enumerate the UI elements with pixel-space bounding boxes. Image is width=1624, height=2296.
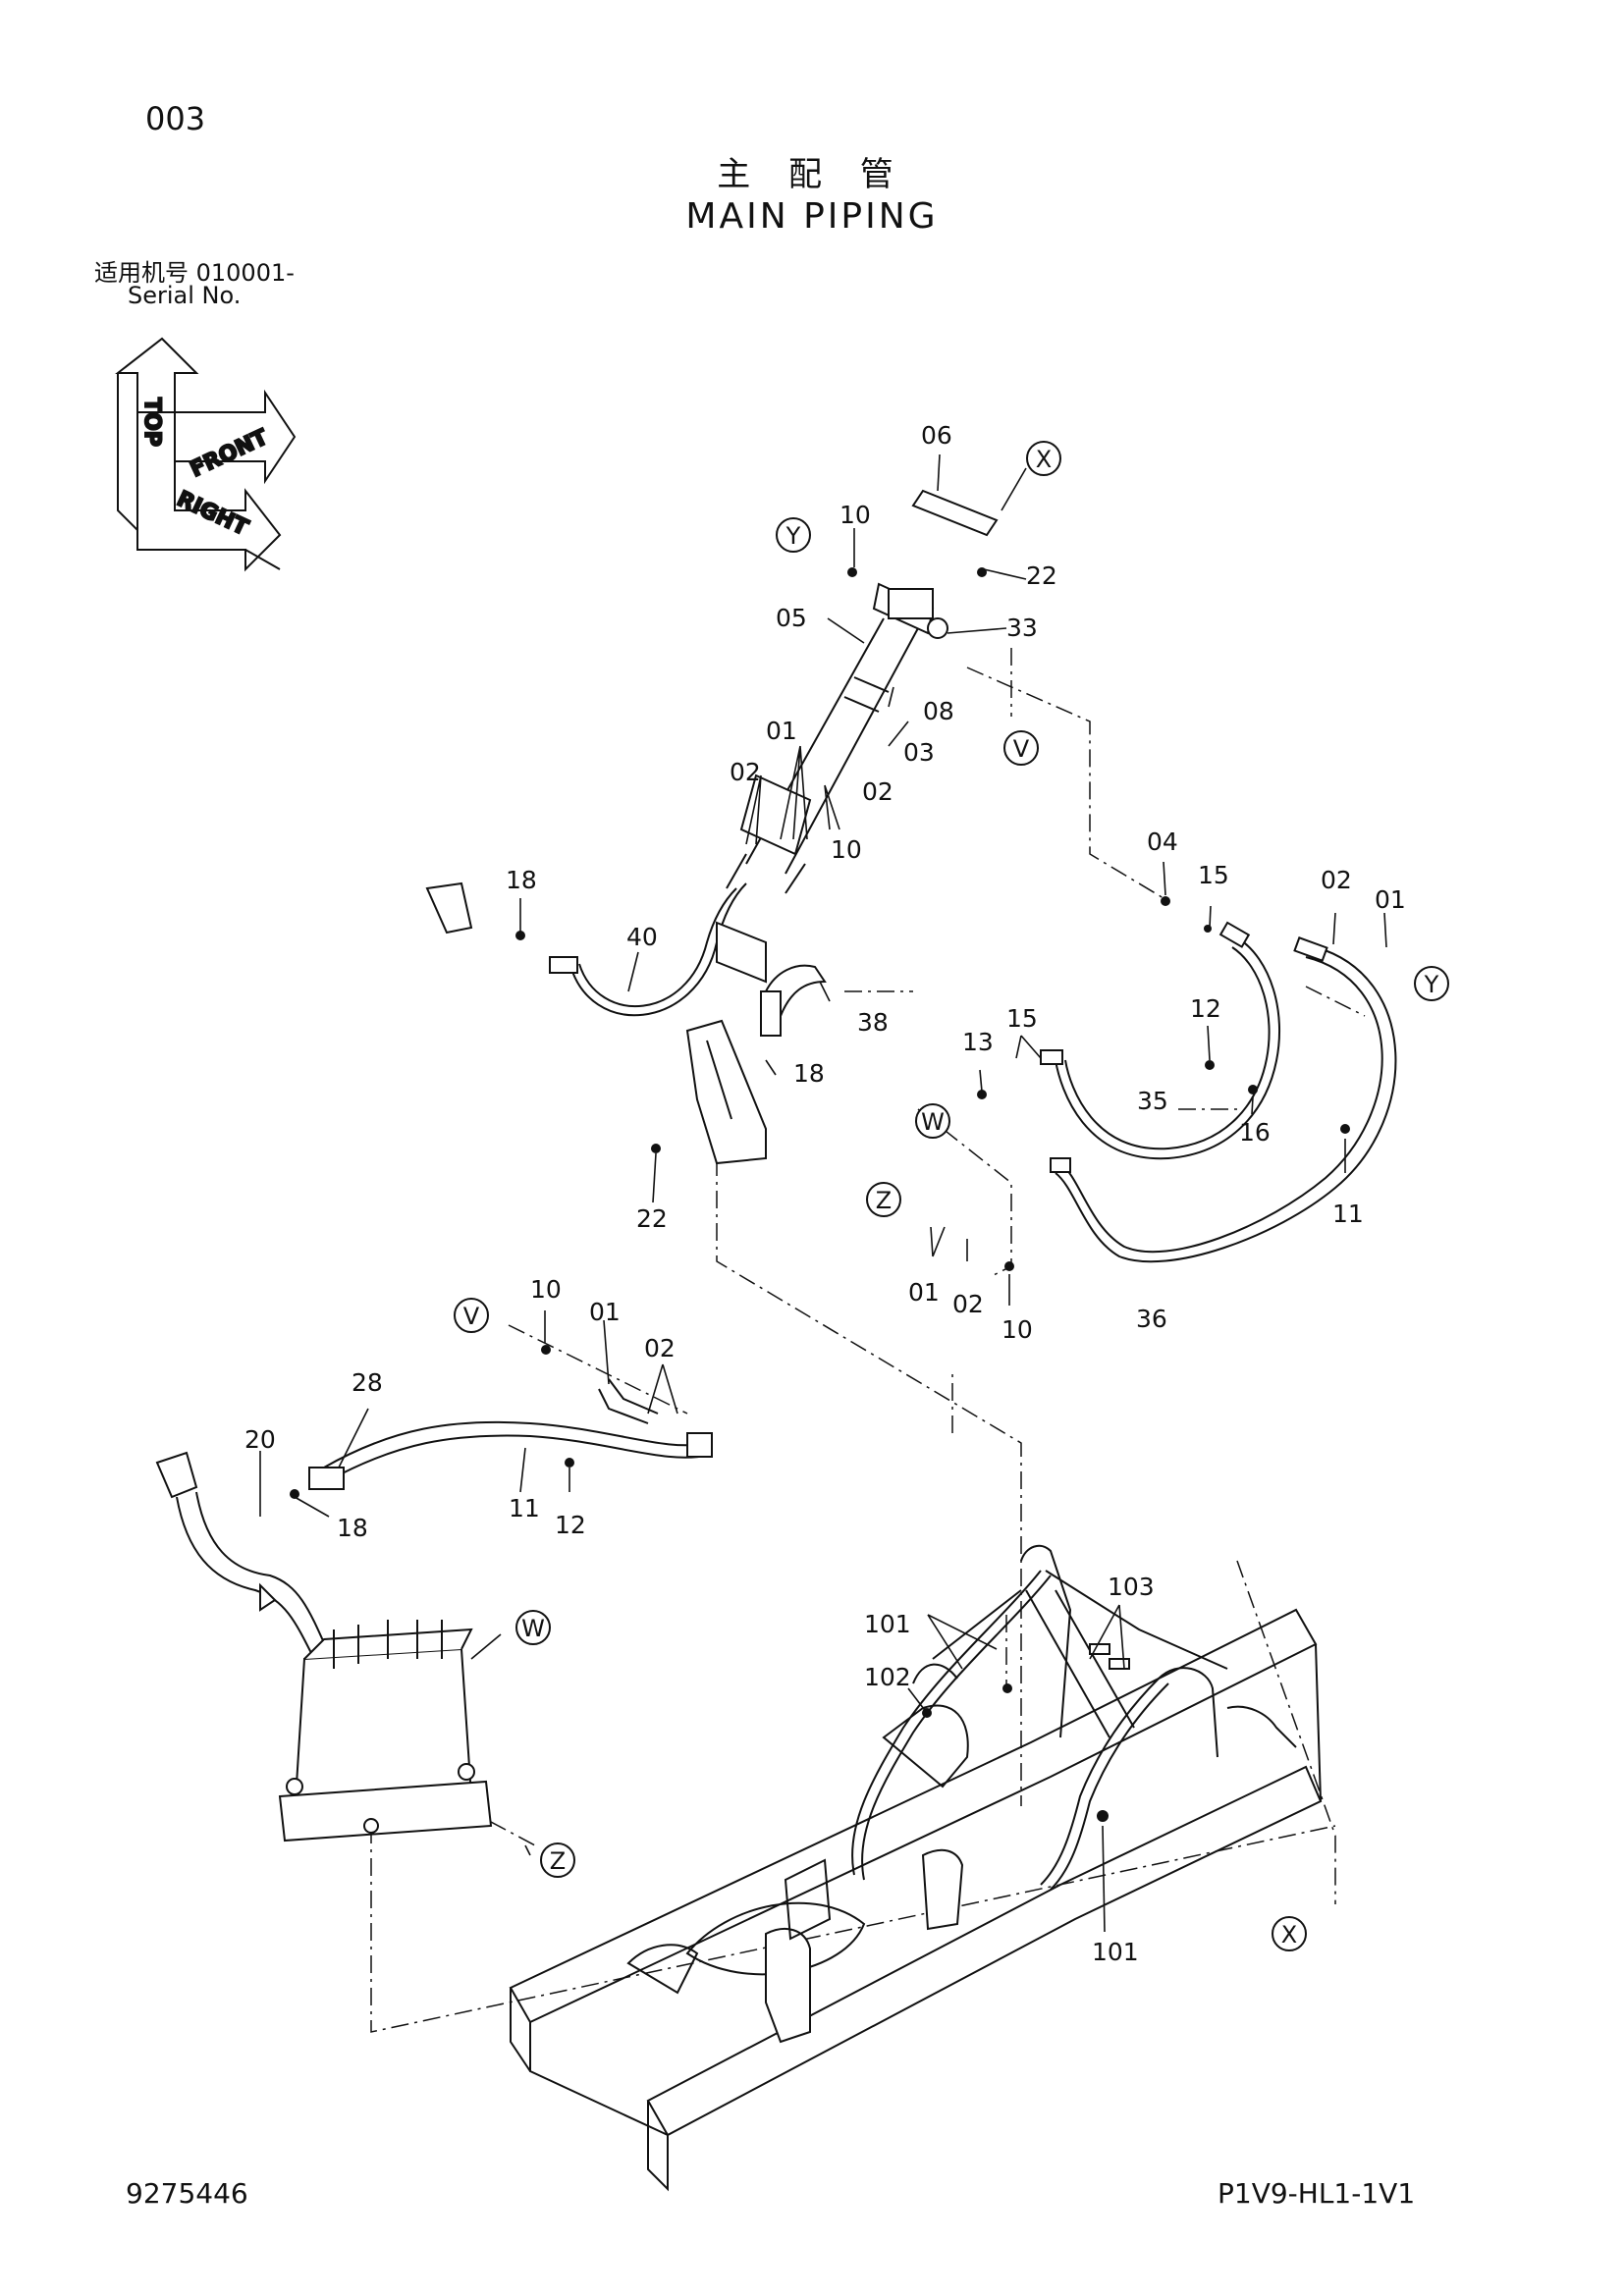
model-code: P1V9-HL1-1V1: [1218, 2177, 1416, 2210]
part-11-right: 11: [1332, 1200, 1364, 1228]
title-english: MAIN PIPING: [685, 196, 939, 237]
orientation-top-label: TOP: [139, 398, 164, 447]
part-01-mid: 01: [908, 1278, 940, 1307]
part-102: 102: [864, 1663, 911, 1691]
part-28: 28: [352, 1368, 383, 1397]
svg-text:X: X: [1036, 446, 1052, 473]
callout-v-left: V: [454, 1298, 489, 1333]
svg-text:V: V: [1013, 735, 1030, 763]
part-18-left: 18: [337, 1514, 368, 1542]
fittings: [290, 567, 1350, 1822]
callout-z-right: Z: [866, 1182, 901, 1217]
orientation-right-label: RIGHT: [173, 487, 251, 541]
orientation-icon: TOP FRONT RIGHT: [115, 337, 297, 572]
hose-40: [425, 881, 767, 1017]
page-code: 003: [145, 100, 206, 137]
part-01-left: 01: [589, 1298, 621, 1326]
part-13: 13: [962, 1028, 994, 1056]
part-38: 38: [857, 1008, 889, 1037]
serial-label-english: Serial No.: [128, 282, 242, 309]
part-10-mid: 10: [831, 835, 862, 864]
part-40: 40: [626, 923, 658, 951]
part-103: 103: [1108, 1573, 1155, 1601]
callout-y-top: Y: [776, 517, 811, 553]
part-12-left: 12: [555, 1511, 586, 1539]
part-101-bottom: 101: [1092, 1938, 1139, 1966]
part-101-top: 101: [864, 1610, 911, 1638]
svg-text:V: V: [463, 1303, 480, 1330]
part-08: 08: [923, 697, 954, 725]
hose-28: [308, 1378, 713, 1490]
callout-x-top: X: [1026, 441, 1061, 476]
callout-v-top: V: [1003, 730, 1039, 766]
control-valve: [155, 1451, 493, 1842]
serial-label-chinese: 适用机号 010001-: [94, 259, 295, 287]
part-10-right: 10: [1001, 1315, 1033, 1344]
part-04: 04: [1147, 828, 1178, 856]
part-15-mid: 15: [1006, 1004, 1038, 1033]
callout-x-bottom: X: [1272, 1916, 1307, 1951]
part-02-mid: 02: [952, 1290, 984, 1318]
svg-text:X: X: [1281, 1921, 1297, 1949]
title-chinese: 主 配 管: [717, 155, 907, 194]
part-35: 35: [1137, 1087, 1168, 1115]
part-02-left: 02: [644, 1334, 676, 1362]
svg-text:Y: Y: [785, 522, 801, 550]
part-11-left: 11: [509, 1494, 540, 1522]
part-16: 16: [1239, 1118, 1271, 1147]
callout-w-left: W: [515, 1610, 551, 1645]
frame-pipes: [851, 1570, 1169, 1891]
valve-assembly: [726, 489, 999, 894]
part-01-top: 01: [766, 717, 797, 745]
main-frame: [509, 1544, 1323, 2192]
part-leaders: [259, 454, 1387, 1933]
part-18-mid: 18: [793, 1059, 825, 1088]
callout-z-left: Z: [540, 1842, 575, 1878]
part-03: 03: [903, 738, 935, 767]
svg-text:Y: Y: [1424, 971, 1439, 998]
leader-lines: [370, 648, 1366, 2033]
hoses-35-36: [1040, 921, 1397, 1263]
callout-w-right: W: [915, 1103, 950, 1139]
part-labels: 06 10 22 05 33 08 01 03 02 02 10 18 40 3…: [244, 421, 1406, 1966]
part-15-right: 15: [1198, 861, 1229, 889]
svg-text:W: W: [521, 1615, 545, 1642]
part-22-mid: 22: [636, 1204, 668, 1233]
part-10-top: 10: [839, 501, 871, 529]
part-10-left: 10: [530, 1275, 562, 1304]
part-12-right: 12: [1190, 994, 1221, 1023]
part-33: 33: [1006, 614, 1038, 642]
svg-text:W: W: [921, 1108, 945, 1136]
orientation-front-label: FRONT: [187, 425, 272, 482]
part-36: 36: [1136, 1305, 1167, 1333]
part-18-top: 18: [506, 866, 537, 894]
callout-y-right: Y: [1414, 966, 1449, 1001]
hose-38-bracket: [685, 964, 827, 1165]
part-06: 06: [921, 421, 952, 450]
part-05: 05: [776, 604, 807, 632]
part-02-b: 02: [862, 777, 893, 806]
part-20: 20: [244, 1425, 276, 1454]
document-number: 9275446: [126, 2177, 248, 2210]
part-02-right: 02: [1321, 866, 1352, 894]
svg-text:Z: Z: [550, 1847, 566, 1875]
svg-text:Z: Z: [876, 1187, 892, 1214]
part-22-top: 22: [1026, 561, 1057, 590]
part-01-right: 01: [1375, 885, 1406, 914]
part-02-a: 02: [730, 758, 761, 786]
